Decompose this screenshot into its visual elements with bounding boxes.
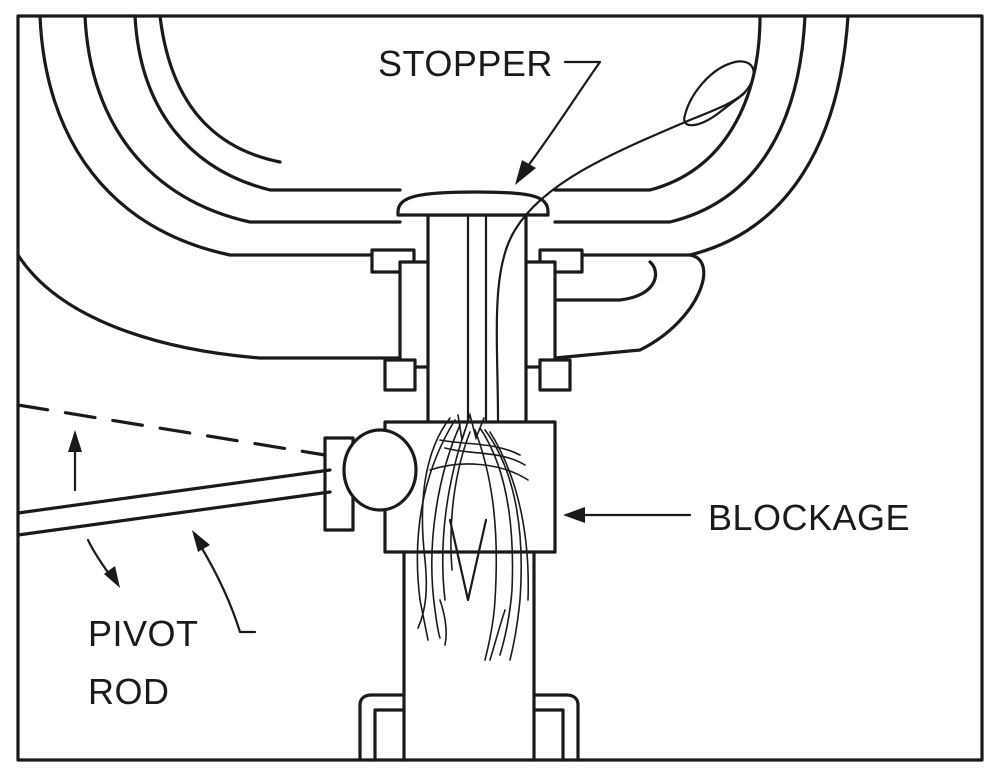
down-arrow-icon xyxy=(86,538,120,588)
pivot-rod xyxy=(16,468,332,537)
pivot-rod-raised-dashed xyxy=(16,403,327,457)
diagram-frame xyxy=(16,14,984,762)
hair-blockage xyxy=(416,412,530,661)
stopper-callout-arrow xyxy=(515,60,602,185)
pivot-label-line1: PIVOT xyxy=(88,613,199,654)
pivot-label-line2: ROD xyxy=(88,671,170,712)
up-arrow-icon xyxy=(68,430,82,492)
drain-flange xyxy=(370,248,584,392)
blockage-callout-arrow xyxy=(563,507,692,523)
pivot-ball-assembly xyxy=(323,428,418,532)
stopper-pull-string xyxy=(495,60,755,422)
pivot-rod-callout-arrow xyxy=(192,530,257,634)
stopper-label: STOPPER xyxy=(378,43,553,84)
blockage-label: BLOCKAGE xyxy=(708,497,910,538)
sink-basin xyxy=(16,14,850,360)
